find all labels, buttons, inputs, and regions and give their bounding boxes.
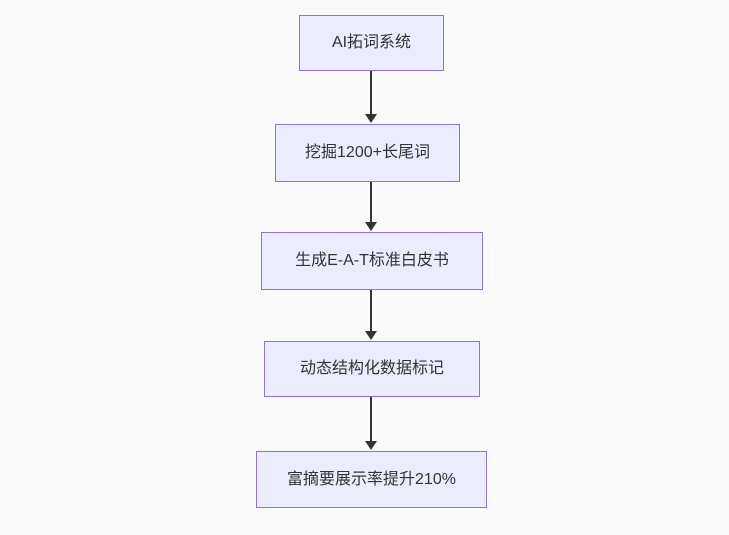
arrowhead-down-icon	[365, 114, 377, 123]
flowchart-node-longtail-mining: 挖掘1200+长尾词	[275, 124, 460, 182]
node-label: AI拓词系统	[331, 34, 412, 52]
edge-line-3	[370, 290, 372, 333]
node-label: 富摘要展示率提升210%	[287, 470, 456, 488]
arrowhead-down-icon	[365, 331, 377, 340]
flowchart-node-structured-data-markup: 动态结构化数据标记	[264, 341, 480, 397]
edge-line-4	[370, 397, 372, 442]
node-label: 挖掘1200+长尾词	[305, 144, 430, 162]
edge-line-1	[370, 71, 372, 116]
node-label: 动态结构化数据标记	[299, 360, 444, 378]
arrowhead-down-icon	[365, 222, 377, 231]
edge-line-2	[370, 182, 372, 224]
flowchart-node-rich-snippet-result: 富摘要展示率提升210%	[256, 451, 487, 508]
arrowhead-down-icon	[365, 441, 377, 450]
node-label: 生成E-A-T标准白皮书	[295, 252, 449, 270]
flowchart-node-ai-keyword-system: AI拓词系统	[299, 15, 444, 71]
flowchart-node-eat-whitepaper: 生成E-A-T标准白皮书	[261, 232, 483, 290]
